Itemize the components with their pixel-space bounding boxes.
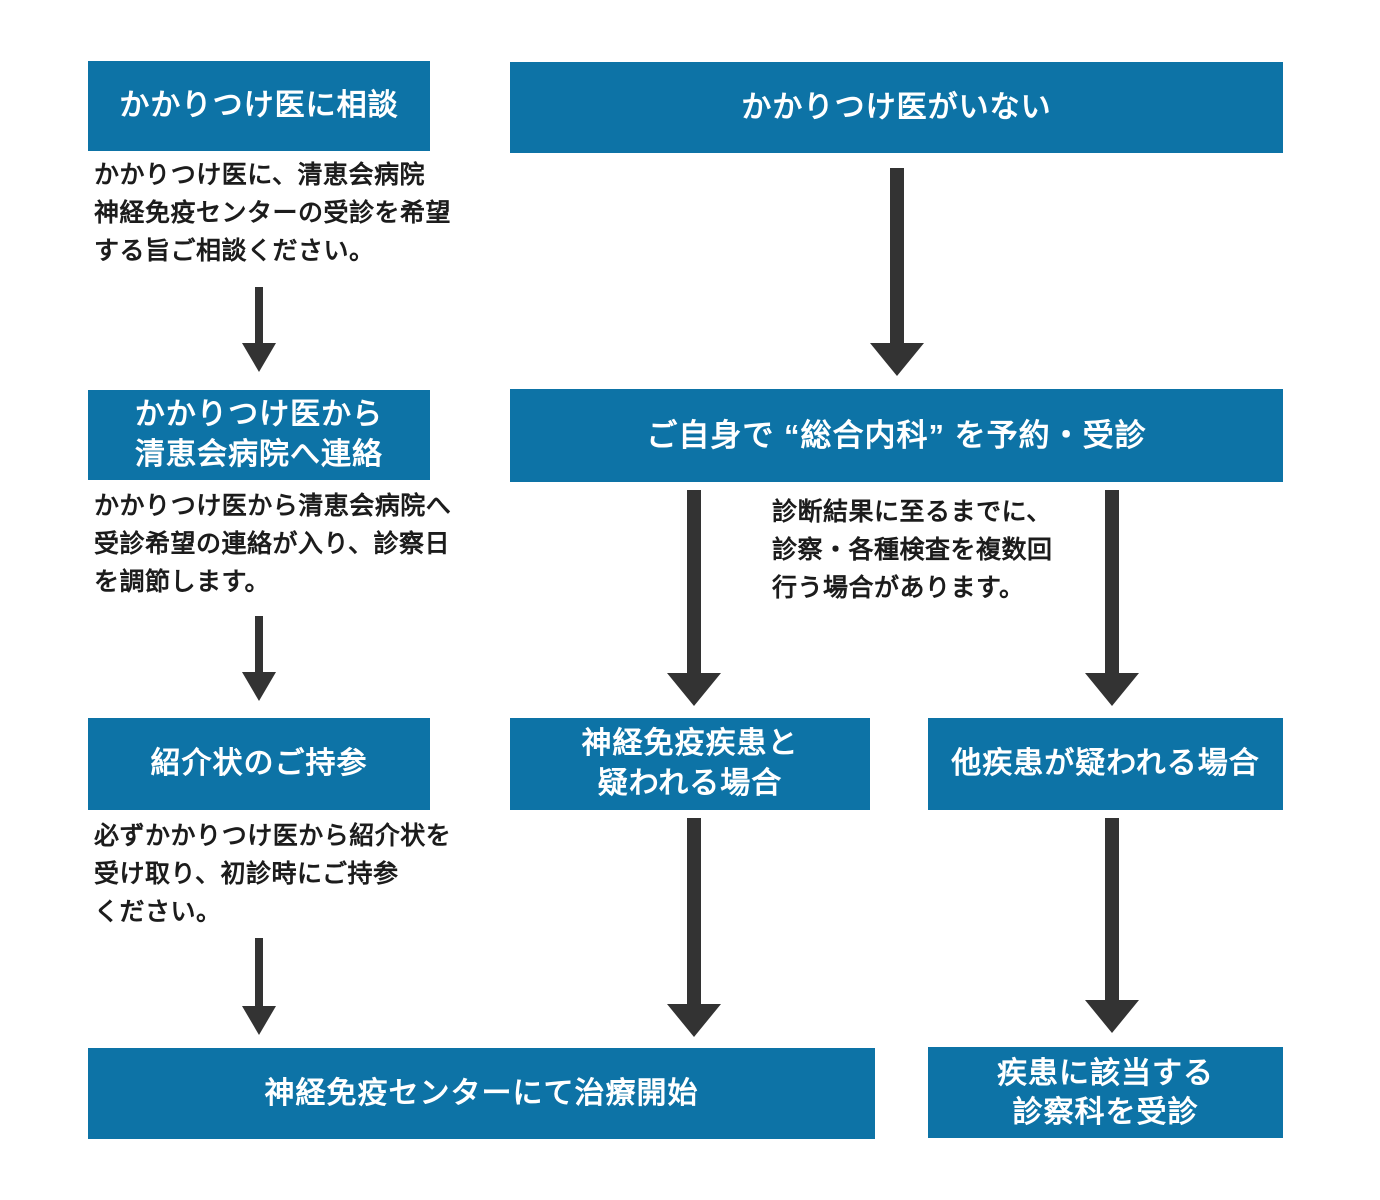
box-doctor-contacts-hospital: かかりつけ医から 清恵会病院へ連絡	[88, 390, 430, 480]
box-suspected-neuroimmune-disease-label: 神経免疫疾患と 疑われる場合	[581, 727, 799, 800]
doctor-contacts-hospital-description: かかりつけ医から清恵会病院へ 受診希望の連絡が入り、診察日 を調節します。	[94, 492, 452, 596]
down-arrow-icon	[667, 818, 721, 1037]
box-start-treatment-center: 神経免疫センターにて治療開始	[88, 1048, 875, 1139]
down-arrow-icon	[242, 616, 276, 701]
arrow-head	[667, 1004, 721, 1037]
arrow-head	[242, 1006, 276, 1035]
box-no-family-doctor-label: かかりつけ医がいない	[741, 90, 1052, 124]
arrow-shaft	[687, 490, 701, 673]
box-consult-family-doctor-label: かかりつけ医に相談	[119, 89, 399, 122]
box-visit-relevant-department: 疾患に該当する 診察科を受診	[928, 1047, 1283, 1138]
box-bring-referral-letter: 紹介状のご持参	[88, 718, 430, 810]
arrow-shaft	[1105, 490, 1119, 673]
arrow-shaft	[687, 818, 701, 1004]
down-arrow-icon	[242, 938, 276, 1035]
down-arrow-icon	[242, 287, 276, 372]
box-consult-family-doctor: かかりつけ医に相談	[88, 61, 430, 151]
down-arrow-icon	[1085, 818, 1139, 1033]
arrow-head	[667, 673, 721, 706]
box-doctor-contacts-hospital-label: かかりつけ医から 清恵会病院へ連絡	[134, 398, 384, 471]
arrow-head	[1085, 673, 1139, 706]
box-suspected-other-disease: 他疾患が疑われる場合	[928, 718, 1283, 810]
arrow-shaft	[255, 616, 263, 672]
arrow-shaft	[255, 287, 263, 343]
bring-referral-letter-description: 必ずかかりつけ医から紹介状を 受け取り、初診時にご持参 ください。	[94, 822, 452, 926]
box-suspected-other-disease-label: 他疾患が疑われる場合	[951, 747, 1260, 780]
box-visit-relevant-department-label: 疾患に該当する 診察科を受診	[997, 1056, 1214, 1129]
box-book-general-internal-medicine: ご自身で “総合内科” を予約・受診	[510, 389, 1283, 482]
arrow-shaft	[255, 938, 263, 1006]
arrow-head	[242, 672, 276, 701]
consult-family-doctor-description: かかりつけ医に、清恵会病院 神経免疫センターの受診を希望 する旨ご相談ください。	[94, 161, 452, 265]
arrow-head	[242, 343, 276, 372]
box-book-general-internal-medicine-label: ご自身で “総合内科” を予約・受診	[646, 417, 1147, 453]
arrow-shaft	[1105, 818, 1119, 1000]
arrow-head	[1085, 1000, 1139, 1033]
down-arrow-icon	[870, 168, 924, 376]
arrow-shaft	[890, 168, 904, 343]
box-suspected-neuroimmune-disease: 神経免疫疾患と 疑われる場合	[510, 718, 870, 810]
diagnosis-process-note: 診断結果に至るまでに、 診察・各種検査を複数回 行う場合があります。	[772, 498, 1053, 602]
box-start-treatment-center-label: 神経免疫センターにて治療開始	[264, 1076, 699, 1110]
box-bring-referral-letter-label: 紹介状のご持参	[150, 747, 368, 780]
arrow-head	[870, 343, 924, 376]
box-no-family-doctor: かかりつけ医がいない	[510, 62, 1283, 153]
down-arrow-icon	[1085, 490, 1139, 706]
down-arrow-icon	[667, 490, 721, 706]
